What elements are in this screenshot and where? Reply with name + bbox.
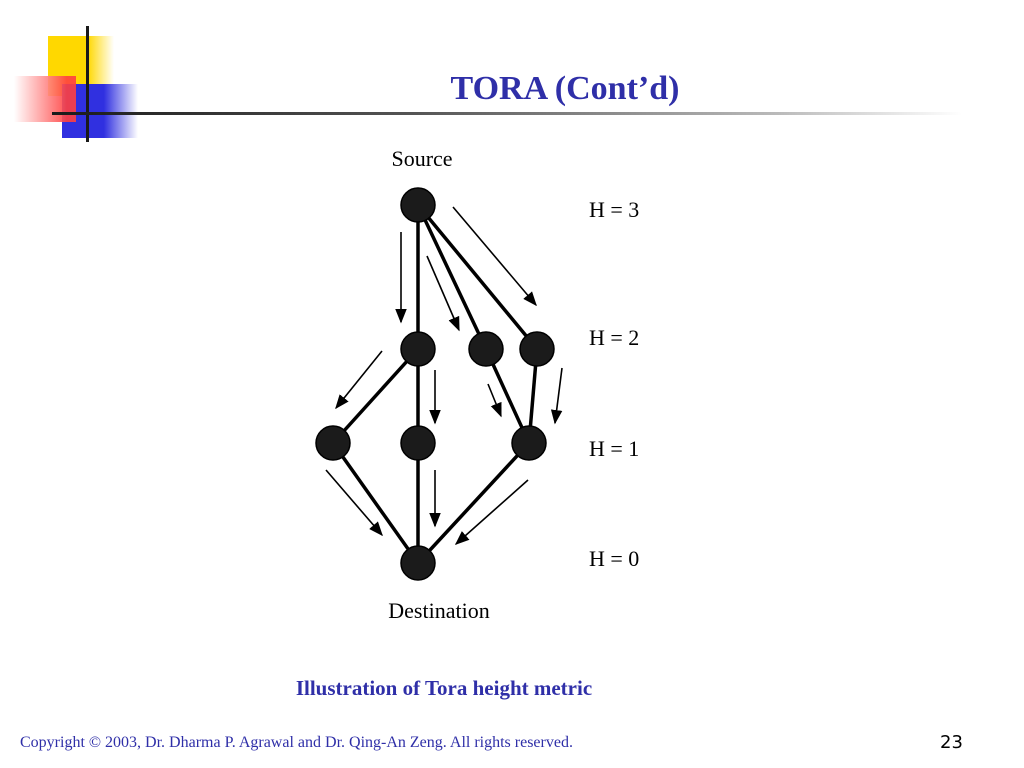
height-label-0: H = 0 xyxy=(589,546,639,571)
node-d xyxy=(315,425,351,461)
height-label-3: H = 3 xyxy=(589,197,639,222)
arrows-layer xyxy=(325,206,563,545)
link-a-d xyxy=(331,347,420,445)
deco-vertical-line xyxy=(86,26,89,142)
link-f-t xyxy=(416,441,531,565)
destination-label: Destination xyxy=(388,598,489,623)
page-number: 23 xyxy=(940,732,963,753)
direction-arrow-s-b xyxy=(426,255,460,332)
link-s-b xyxy=(416,204,488,350)
nodes-layer xyxy=(315,187,555,581)
node-f xyxy=(511,425,547,461)
direction-arrow-s-c xyxy=(452,206,537,307)
direction-arrow-f-t xyxy=(454,479,529,545)
node-b xyxy=(468,331,504,367)
node-a xyxy=(400,331,436,367)
link-d-t xyxy=(331,441,420,565)
source-label: Source xyxy=(391,146,452,171)
slide-title: TORA (Cont’d) xyxy=(450,70,680,107)
height-label-2: H = 2 xyxy=(589,325,639,350)
node-e xyxy=(400,425,436,461)
direction-arrow-b-f xyxy=(487,383,502,418)
link-s-c xyxy=(416,203,539,351)
deco-horizontal-line xyxy=(52,112,962,115)
node-t xyxy=(400,545,436,581)
copyright-notice: Copyright © 2003, Dr. Dharma P. Agrawal … xyxy=(20,734,573,751)
node-s xyxy=(400,187,436,223)
direction-arrow-c-f xyxy=(550,367,563,425)
direction-arrow-a-d xyxy=(335,350,383,410)
height-label-1: H = 1 xyxy=(589,436,639,461)
node-c xyxy=(519,331,555,367)
direction-arrow-d-t xyxy=(325,469,383,537)
figure-caption: Illustration of Tora height metric xyxy=(295,676,593,700)
